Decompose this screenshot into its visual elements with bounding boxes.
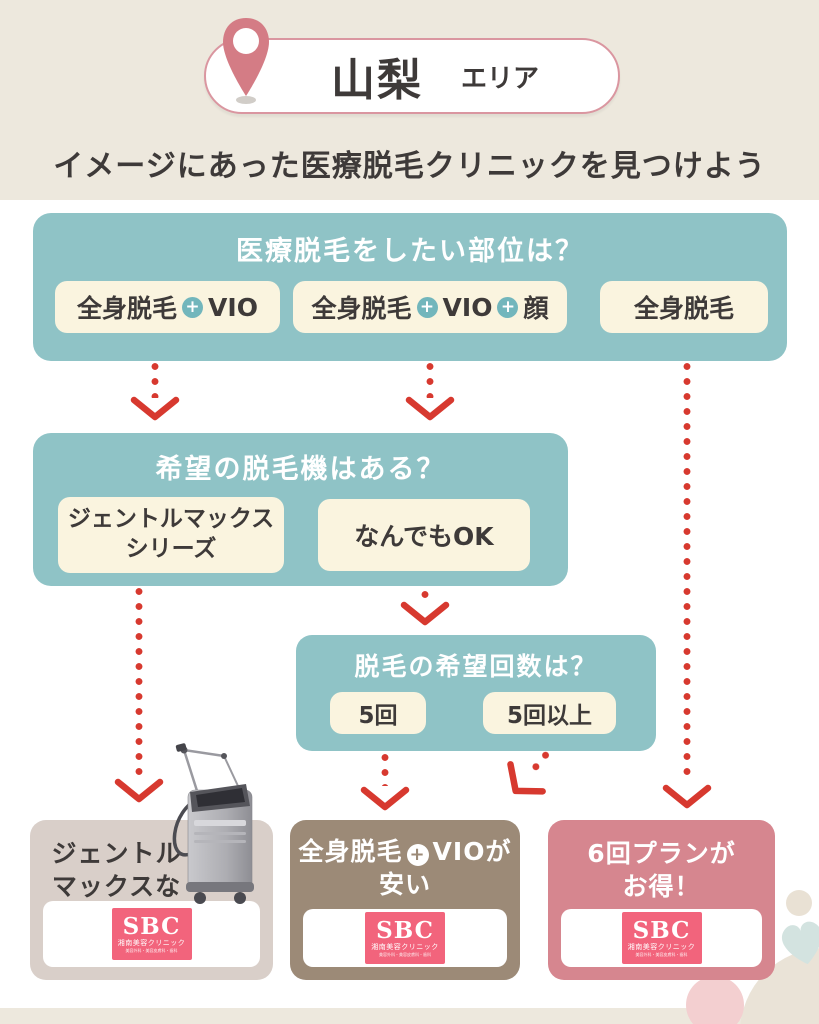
arrow-dotted-line [683, 344, 691, 782]
page-title: イメージにあった医療脱毛クリニックを見つけよう [53, 149, 766, 184]
question-title: 医療脱毛をしたい部位は？ [236, 236, 584, 267]
result-card-6-plan: 6回プランが お得！ SBC 湘南美容クリニック 美容外科・美容皮膚科・歯科 [548, 820, 775, 980]
area-name: 山梨 [330, 55, 423, 106]
plus-icon: + [497, 296, 519, 318]
map-pin-icon [223, 18, 269, 104]
result-line: ジェントル [51, 839, 182, 868]
option-label: 顔 [523, 294, 549, 323]
result-line: 全身脱毛 [298, 837, 403, 866]
option-label: なんでもOK [354, 522, 494, 551]
sbc-logo-tagline: 美容外科・美容皮膚科・歯科 [635, 952, 688, 957]
arrow-head-icon [114, 778, 164, 803]
option-label: 5回 [358, 703, 398, 729]
option-5-times[interactable]: 5回 [330, 692, 426, 734]
option-5-times-or-more[interactable]: 5回以上 [483, 692, 616, 734]
result-line: 安い [378, 869, 431, 899]
arrow-dotted-line [426, 344, 434, 398]
arrow-head-icon [400, 601, 450, 626]
arrow-head-icon [405, 396, 455, 421]
option-fullbody[interactable]: 全身脱毛 [600, 281, 768, 333]
sbc-logo-tagline: 美容外科・美容皮膚科・歯科 [125, 948, 178, 953]
option-label: ジェントルマックス [67, 506, 275, 533]
result-line: VIOが [432, 837, 512, 866]
footer-band [0, 1008, 819, 1024]
arrow-dotted-line [381, 750, 389, 786]
plus-icon: + [416, 296, 438, 318]
arrow-dotted-line [151, 344, 159, 398]
plus-icon: + [182, 296, 204, 318]
option-any-machine[interactable]: なんでもOK [318, 499, 530, 571]
result-line: 6回プランが [587, 839, 736, 868]
arrow-head-icon [507, 761, 546, 795]
area-title-pill: 山梨 エリア [204, 38, 620, 114]
result-title: 6回プランが お得！ [548, 838, 775, 903]
sbc-logo-subtitle: 湘南美容クリニック [117, 939, 186, 947]
result-card-cheap-vio: 全身脱毛+VIOが 安い SBC 湘南美容クリニック 美容外科・美容皮膚科・歯科 [290, 820, 520, 980]
arrow-dotted-line [421, 572, 429, 602]
laser-machine-image [172, 743, 254, 904]
sbc-logo-subtitle: 湘南美容クリニック [371, 943, 439, 951]
sbc-clinic-logo: SBC 湘南美容クリニック 美容外科・美容皮膚科・歯科 [621, 912, 702, 964]
sbc-logo-tagline: 美容外科・美容皮膚科・歯科 [379, 952, 431, 957]
beige-dot-decoration [786, 890, 812, 916]
pink-dot-decoration [686, 976, 744, 1024]
heart-decoration [781, 921, 819, 965]
option-gentlemax-series[interactable]: ジェントルマックス シリーズ [58, 497, 284, 573]
question-title: 脱毛の希望回数は？ [354, 652, 598, 681]
option-label: 全身脱毛 [311, 294, 412, 323]
arrow-head-icon [130, 396, 180, 421]
option-label: VIO [442, 292, 493, 322]
arrow-head-icon [662, 784, 712, 809]
sbc-clinic-logo: SBC 湘南美容クリニック 美容外科・美容皮膚科・歯科 [365, 912, 445, 964]
result-title: 全身脱毛+VIOが 安い [290, 836, 520, 901]
clinic-panel[interactable]: SBC 湘南美容クリニック 美容外科・美容皮膚科・歯科 [303, 909, 507, 967]
plus-icon: + [406, 844, 429, 866]
arrow-diagonal [485, 721, 580, 820]
arrow-dotted-line [135, 584, 143, 776]
sbc-logo-text: SBC [122, 913, 181, 940]
option-label: 5回以上 [506, 703, 592, 729]
option-label: 全身脱毛 [77, 294, 178, 323]
option-fullbody-vio[interactable]: 全身脱毛 + VIO [55, 281, 280, 333]
sbc-clinic-logo: SBC 湘南美容クリニック 美容外科・美容皮膚科・歯科 [111, 908, 192, 960]
question-box-sessions: 脱毛の希望回数は？ 5回 5回以上 [296, 635, 656, 751]
option-label: シリーズ [125, 536, 217, 562]
area-suffix: エリア [460, 63, 539, 94]
question-title: 希望の脱毛機はある？ [155, 454, 446, 485]
question-box-machine: 希望の脱毛機はある？ ジェントルマックス シリーズ なんでもOK [33, 433, 568, 586]
sbc-logo-text: SBC [376, 917, 434, 944]
clinic-panel[interactable]: SBC 湘南美容クリニック 美容外科・美容皮膚科・歯科 [561, 909, 762, 967]
clinic-panel[interactable]: SBC 湘南美容クリニック 美容外科・美容皮膚科・歯科 [43, 901, 260, 967]
option-fullbody-vio-face[interactable]: 全身脱毛 + VIO + 顔 [293, 281, 567, 333]
sbc-logo-text: SBC [632, 917, 691, 944]
sbc-logo-subtitle: 湘南美容クリニック [627, 943, 696, 951]
result-line: お得！ [622, 871, 701, 901]
question-box-body-parts: 医療脱毛をしたい部位は？ 全身脱毛 + VIO 全身脱毛 + VIO + 顔 全… [33, 213, 787, 361]
option-label: VIO [208, 292, 258, 322]
option-label: 全身脱毛 [633, 294, 734, 323]
arrow-head-icon [360, 786, 410, 811]
